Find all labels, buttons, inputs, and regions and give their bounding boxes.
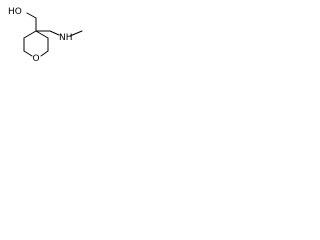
bond-ch2-oh bbox=[26, 12, 37, 19]
bond-o1-c6 bbox=[40, 50, 49, 57]
bond-ch2-n bbox=[49, 30, 60, 36]
amine-label: NH bbox=[59, 33, 73, 43]
bond-c5-c4 bbox=[35, 30, 49, 39]
structure-diagram: HO O NH bbox=[8, 7, 83, 64]
bond-n-ch3 bbox=[69, 30, 83, 37]
bond-c2-o1 bbox=[23, 50, 33, 57]
bond-c4-c3 bbox=[23, 30, 37, 39]
hydroxyl-label: HO bbox=[8, 7, 22, 17]
ring-oxygen-label: O bbox=[33, 54, 40, 64]
